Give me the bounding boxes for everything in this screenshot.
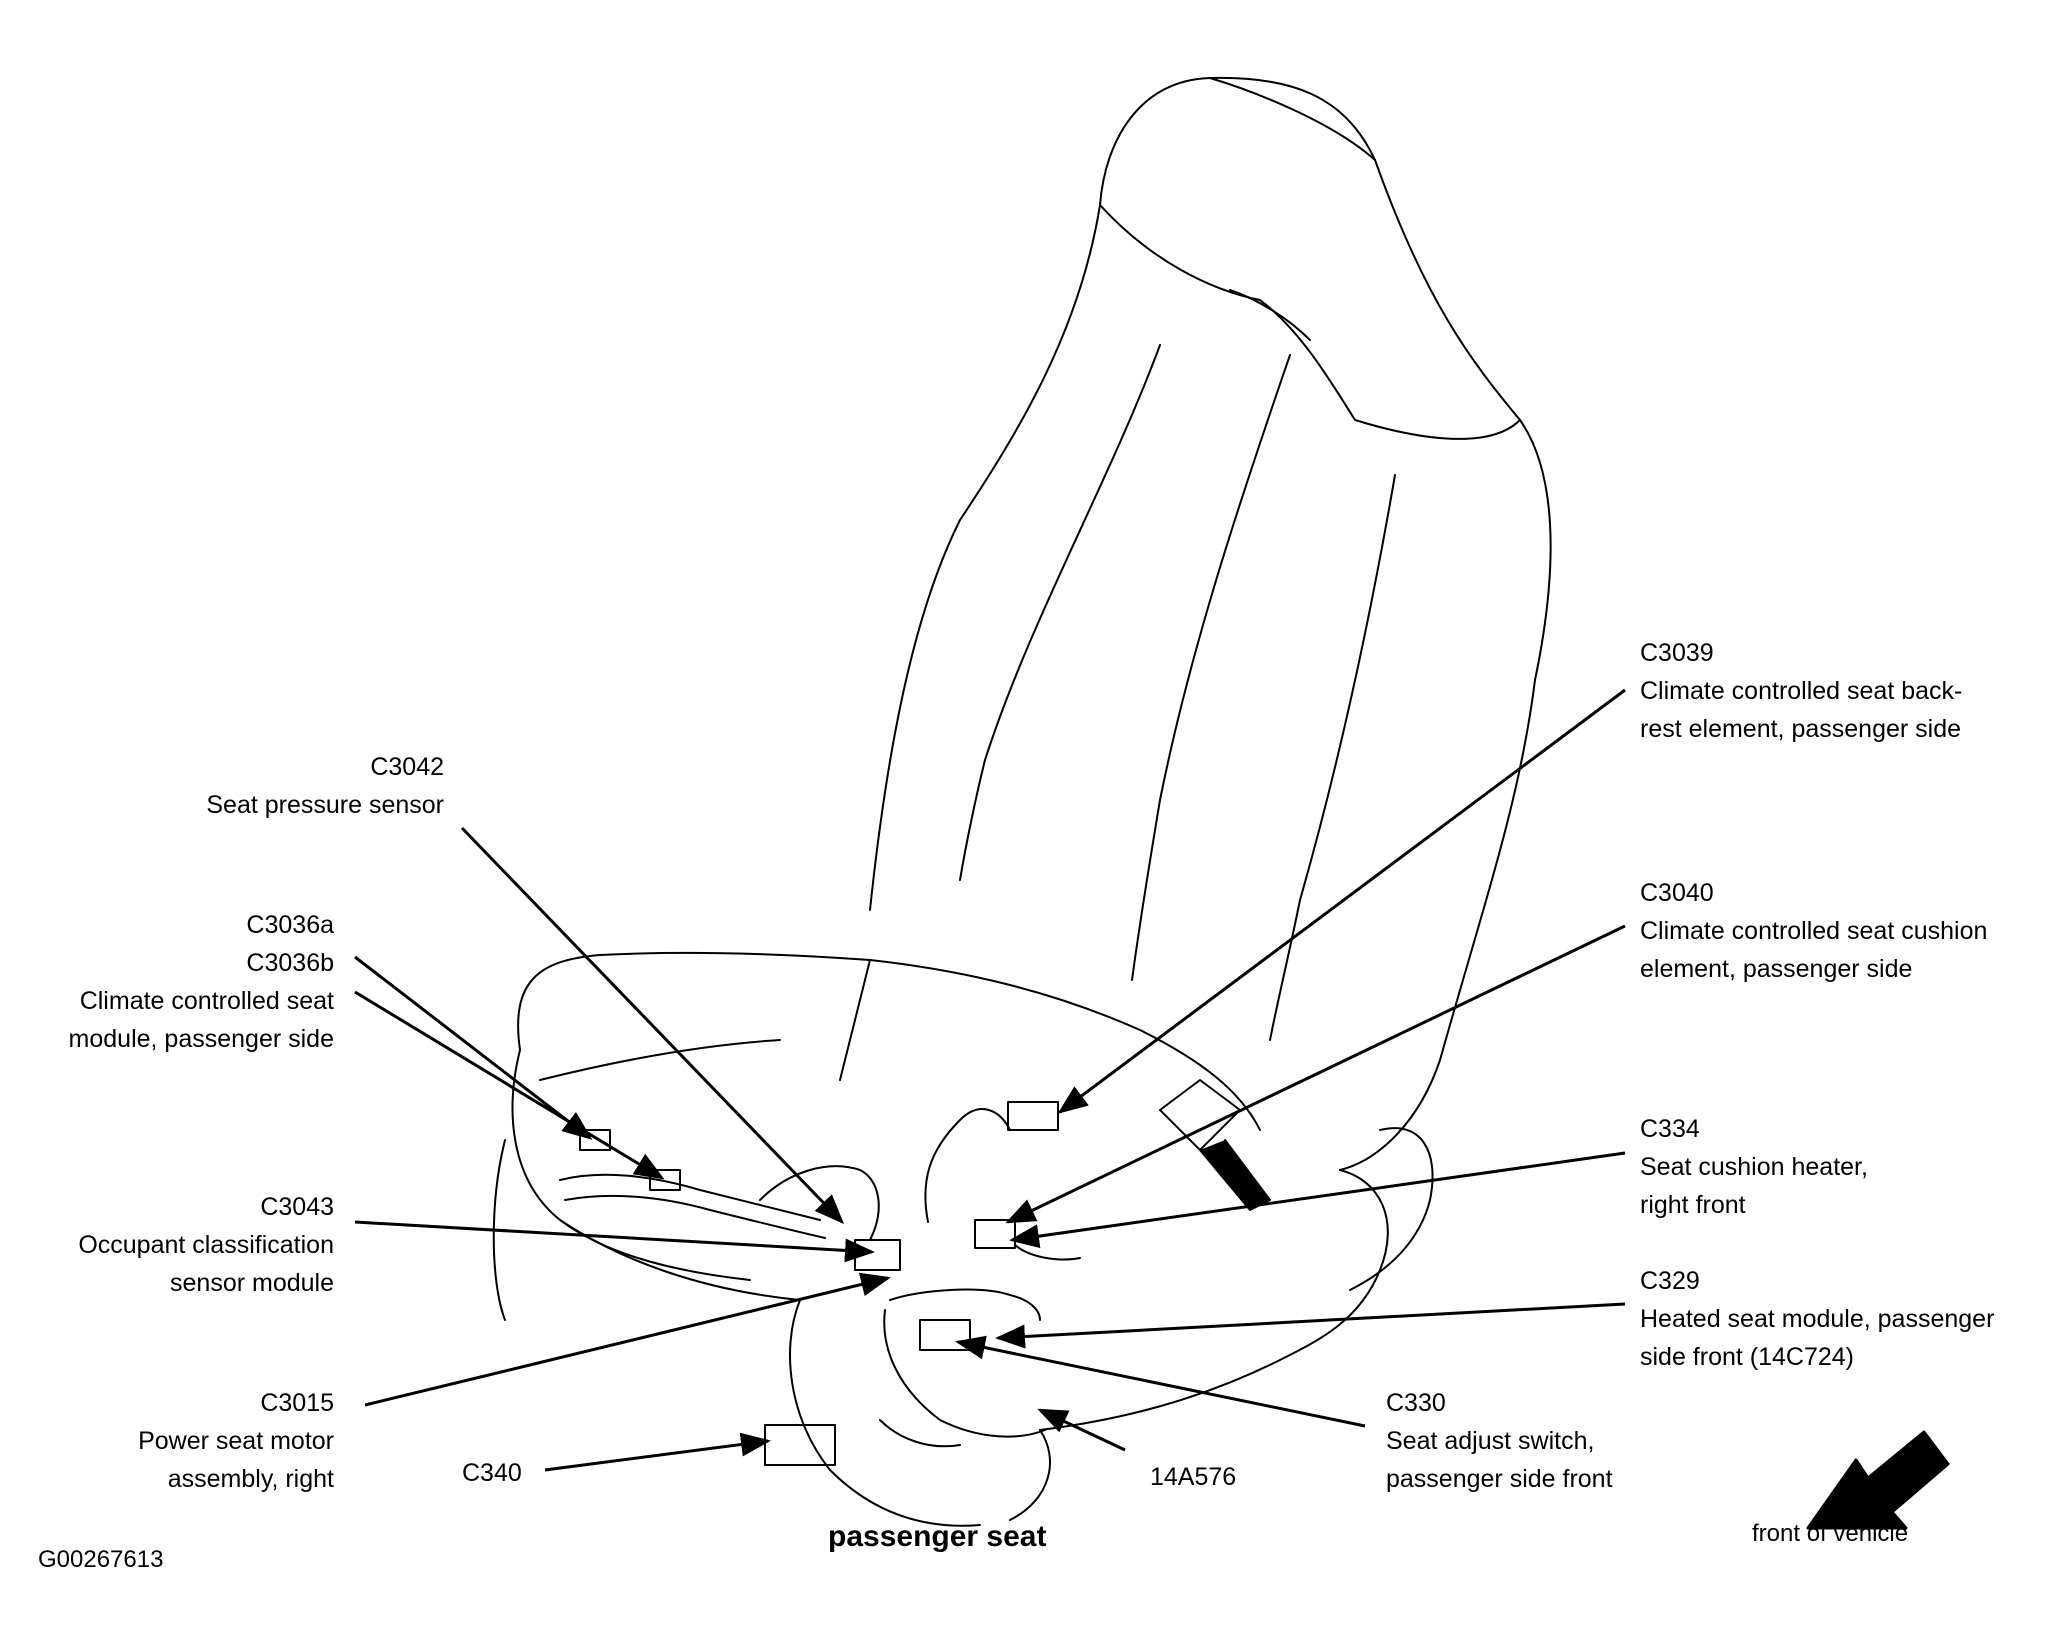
callout-c329: C329 Heated seat module, passenger side … xyxy=(1640,1262,1994,1376)
leader-c3042 xyxy=(460,826,845,1225)
callout-code: C334 xyxy=(1640,1115,1700,1143)
callout-code: C3039 xyxy=(1640,639,1714,667)
connector-c3036a xyxy=(579,1129,611,1151)
connector-c3040 xyxy=(974,1219,1016,1249)
callout-desc: Climate controlled seat back- xyxy=(1640,677,1963,705)
callout-desc: Heated seat module, passenger xyxy=(1640,1305,1995,1333)
callout-14a576: 14A576 xyxy=(1150,1458,1236,1496)
connector-c3039 xyxy=(1007,1101,1059,1131)
callout-desc: Power seat motor xyxy=(138,1427,334,1455)
callout-desc: passenger side front xyxy=(1386,1465,1613,1493)
callout-desc: Seat adjust switch, xyxy=(1386,1427,1595,1455)
connector-c3036b xyxy=(649,1169,681,1191)
callout-desc: element, passenger side xyxy=(1640,955,1913,983)
callout-c330: C330 Seat adjust switch, passenger side … xyxy=(1386,1384,1613,1498)
leader-c3036b xyxy=(354,990,665,1180)
callout-code: C3015 xyxy=(260,1389,334,1417)
callout-c3043: C3043 Occupant classification sensor mod… xyxy=(78,1188,334,1302)
connector-c329 xyxy=(919,1319,971,1351)
front-of-vehicle-arrow-icon xyxy=(1806,1430,1950,1530)
callout-desc: Seat pressure sensor xyxy=(206,791,444,819)
callout-desc: rest element, passenger side xyxy=(1640,715,1962,743)
callout-code: C3036a xyxy=(246,911,334,939)
callout-c334: C334 Seat cushion heater, right front xyxy=(1640,1110,1868,1224)
callout-c3036: C3036a C3036b Climate controlled seat mo… xyxy=(69,906,334,1058)
callout-c3039: C3039 Climate controlled seat back- rest… xyxy=(1640,634,1962,748)
leader-c3015 xyxy=(364,1272,891,1407)
callout-code: C330 xyxy=(1386,1389,1446,1417)
seatback-outline xyxy=(1099,76,1552,1171)
leader-c330 xyxy=(955,1335,1366,1428)
callout-desc: Occupant classification xyxy=(78,1231,334,1259)
seat-base xyxy=(789,1299,981,1527)
seatback-front-edge xyxy=(869,204,1101,911)
front-of-vehicle-label: front of vehicle xyxy=(1752,1520,1909,1547)
callout-c3015: C3015 Power seat motor assembly, right xyxy=(138,1384,334,1498)
callout-code: 14A576 xyxy=(1150,1463,1237,1491)
callout-code: C340 xyxy=(462,1459,522,1487)
callout-desc: module, passenger side xyxy=(68,1025,334,1053)
callout-desc: Climate controlled seat xyxy=(79,987,334,1015)
callout-c3040: C3040 Climate controlled seat cushion el… xyxy=(1640,874,1987,988)
callout-code: C3036b xyxy=(246,949,334,977)
callout-desc: sensor module xyxy=(170,1269,334,1297)
leader-14a576 xyxy=(1037,1408,1126,1452)
callout-desc: Seat cushion heater, xyxy=(1640,1153,1868,1181)
callout-code: C3043 xyxy=(260,1193,334,1221)
leader-c3040 xyxy=(1005,924,1626,1224)
callout-code: C329 xyxy=(1640,1267,1700,1295)
leader-c3039 xyxy=(1057,688,1626,1114)
wiring-harness xyxy=(559,1173,821,1221)
callout-c3042: C3042 Seat pressure sensor xyxy=(206,748,444,824)
callout-desc: assembly, right xyxy=(167,1465,334,1493)
callout-code: C3040 xyxy=(1640,879,1714,907)
callout-c340: C340 xyxy=(462,1454,522,1492)
callout-desc: Climate controlled seat cushion xyxy=(1640,917,1988,945)
diagram-title: passenger seat xyxy=(828,1520,1047,1553)
leader-c329 xyxy=(995,1302,1626,1349)
leader-c340 xyxy=(544,1432,771,1472)
callout-desc: side front (14C724) xyxy=(1640,1343,1855,1371)
leader-c334 xyxy=(1009,1151,1626,1249)
figure-id: G00267613 xyxy=(38,1546,164,1573)
callout-desc: right front xyxy=(1640,1191,1746,1219)
connector-c3043 xyxy=(854,1239,901,1271)
leader-c3043 xyxy=(354,1220,875,1263)
leader-c3036a xyxy=(354,955,593,1140)
connector-c340 xyxy=(764,1424,836,1466)
callout-code: C3042 xyxy=(370,753,444,781)
seatback-side xyxy=(1099,204,1356,421)
cushion-outline xyxy=(517,951,1261,1131)
